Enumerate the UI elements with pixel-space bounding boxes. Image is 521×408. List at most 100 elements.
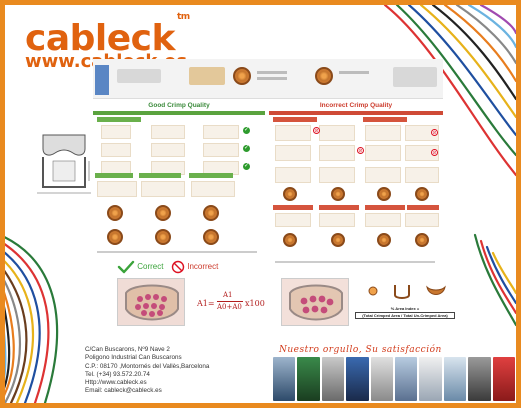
legend-correct: Correct: [117, 260, 163, 274]
bad-crimp-tile: [365, 213, 401, 227]
good-crimp-tile: [203, 143, 239, 157]
no-icon: ⊘: [431, 149, 438, 156]
good-crimp-tile: [151, 125, 185, 139]
bad-crimp-tile: [275, 213, 311, 227]
bad-section-label: [363, 117, 407, 122]
bad-crimp-tile: [275, 125, 311, 141]
bad-crimp-tile: [405, 213, 439, 227]
bad-crimp-tile: [275, 145, 311, 161]
formula-lhs: A1=: [197, 299, 215, 308]
crimp-quality-poster: Good Crimp Quality Incorrect Crimp Quali…: [93, 59, 443, 287]
check-icon: [117, 260, 135, 274]
product-image: [468, 357, 491, 401]
terminal-diagram: [189, 67, 225, 85]
contact-web[interactable]: Http://www.cableck.es: [85, 379, 147, 387]
good-crimp-tile: [151, 143, 185, 157]
diagram-note: [339, 71, 369, 74]
no-icon: ⊘: [431, 129, 438, 136]
diagram-note: [257, 77, 287, 80]
contact-estate: Poligono Industrial Can Buscarons: [85, 354, 182, 362]
area-index-formula: (Total Crimped Area / Total Un-Crimped A…: [355, 312, 455, 319]
poster-top-diagram: [93, 59, 443, 99]
bad-crimp-tile: [365, 125, 401, 141]
good-crimp-title: Good Crimp Quality: [148, 102, 210, 109]
good-crimp-tile: [101, 125, 131, 139]
formula-factor: x100: [245, 299, 265, 308]
crimp-diagram: [117, 69, 161, 83]
diagram-note: [257, 71, 287, 74]
bad-crimp-tile: [319, 125, 355, 141]
trademark: tm: [176, 12, 190, 22]
formula-numerator: A1: [223, 291, 233, 299]
crimp-photo-good: [117, 278, 185, 326]
area-formula: A1= A1 A0+A0 x100: [197, 291, 267, 317]
no-icon: ⊘: [313, 127, 320, 134]
product-image: [492, 357, 516, 401]
cross-section-icon: [315, 67, 333, 85]
check-icon: ✓: [243, 163, 250, 170]
bad-crimp-tile: [365, 167, 401, 183]
insulation-bad-label: [407, 205, 439, 210]
bad-crimp-tile: [405, 145, 439, 161]
product-image: [443, 357, 467, 401]
cross-section-icon: [331, 233, 345, 247]
contact-email[interactable]: Email: cableck@cableck.es: [85, 387, 162, 395]
legend-correct-label: Correct: [137, 262, 164, 272]
crimp-photo-bad: [281, 278, 349, 326]
terminal-side-diagram: [393, 67, 437, 87]
cross-section-icon: [283, 233, 297, 247]
cross-section-icon: [415, 233, 429, 247]
product-image: [273, 357, 296, 401]
cross-section-icon: [415, 187, 429, 201]
cross-section-icon: [107, 229, 123, 245]
area-index-diagram: % Area Index = (Total Crimped Area / Tot…: [355, 281, 455, 325]
legend-incorrect: Incorrect: [171, 260, 218, 274]
bad-footnote: [275, 261, 435, 263]
good-footnote: [97, 251, 257, 253]
brand-logo: cablecktm: [25, 12, 190, 59]
incorrect-crimp-title: Incorrect Crimp Quality: [319, 102, 393, 109]
terminal-section-diagram: [37, 134, 91, 194]
insulation-crimp-overlap-label: [139, 173, 181, 178]
bad-crimp-tile: [365, 145, 401, 161]
brand-name: cableck: [25, 18, 175, 59]
product-image: [370, 357, 394, 401]
side-label-band: [95, 65, 109, 95]
product-image: [321, 357, 345, 401]
bad-crimp-tile: [319, 213, 355, 227]
bad-crimp-tile: [319, 167, 355, 183]
insulation-crimp-wrap-label: [189, 173, 233, 178]
contact-block: C/Can Buscarons, Nº9 Nave 2 Poligono Ind…: [85, 346, 209, 396]
insulation-tile: [141, 181, 185, 197]
good-section-label: [97, 117, 141, 122]
incorrect-crimp-bar: [269, 111, 443, 115]
insulation-tile: [97, 181, 137, 197]
product-image-strip: [273, 357, 516, 401]
cross-section-icon: [377, 233, 391, 247]
area-index-label: % Area Index =: [390, 306, 420, 311]
insulation-crimp-label: [95, 173, 133, 178]
check-icon: ✓: [243, 145, 250, 152]
product-image: [395, 357, 418, 401]
product-image: [419, 357, 442, 401]
insulation-bad-label: [365, 205, 405, 210]
bad-crimp-tile: [405, 167, 439, 183]
slogan: Nuestro orgullo, Su satisfacción: [279, 345, 442, 355]
no-icon: ⊘: [357, 147, 364, 154]
bad-crimp-tile: [405, 125, 439, 141]
product-image: [297, 357, 320, 401]
cross-section-icon: [203, 205, 219, 221]
crimp-cross-section-image: [282, 279, 348, 325]
insulation-bad-label: [273, 205, 313, 210]
fraction-bar: [217, 301, 243, 302]
bad-crimp-tile: [319, 145, 355, 161]
legend-incorrect-label: Incorrect: [187, 262, 219, 272]
cross-section-icon: [203, 229, 219, 245]
contact-street: C/Can Buscarons, Nº9 Nave 2: [85, 346, 170, 353]
bad-crimp-tile: [275, 167, 311, 183]
contact-phone: Tel. (+34) 93.572.20.74: [85, 370, 150, 378]
contact-city: C.P.: 08170 ,Montornés del Vallès,Barcel…: [85, 362, 210, 370]
cross-section-icon: [377, 187, 391, 201]
check-icon: ✓: [243, 127, 250, 134]
